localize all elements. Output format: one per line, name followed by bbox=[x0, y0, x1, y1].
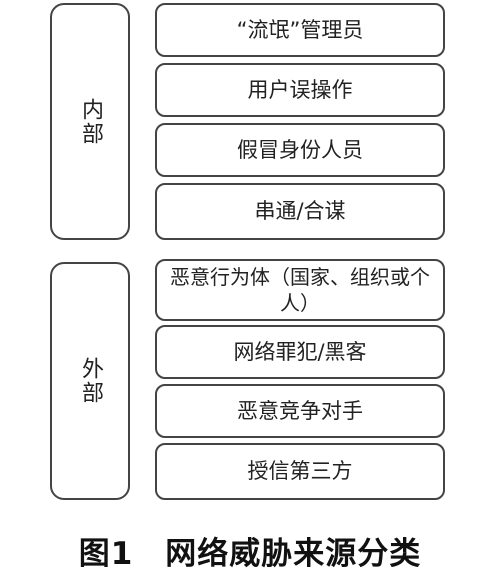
item-impersonator: 假冒身份人员 bbox=[155, 123, 445, 177]
figure-caption: 图1 网络威胁来源分类 bbox=[78, 536, 422, 572]
group-internal: 内部 bbox=[50, 3, 130, 240]
item-collusion: 串通/合谋 bbox=[155, 183, 445, 240]
item-competitors: 恶意竞争对手 bbox=[155, 384, 445, 438]
item-cybercriminals: 网络罪犯/黑客 bbox=[155, 325, 445, 379]
item-trusted-third-party: 授信第三方 bbox=[155, 443, 445, 500]
item-rogue-admin: “流氓”管理员 bbox=[155, 3, 445, 57]
item-malicious-actors: 恶意行为体（国家、组织或个人） bbox=[155, 259, 445, 321]
group-external: 外部 bbox=[50, 262, 130, 500]
group-internal-label: 内部 bbox=[78, 97, 103, 146]
group-external-label: 外部 bbox=[78, 357, 103, 405]
item-user-error: 用户误操作 bbox=[155, 63, 445, 117]
